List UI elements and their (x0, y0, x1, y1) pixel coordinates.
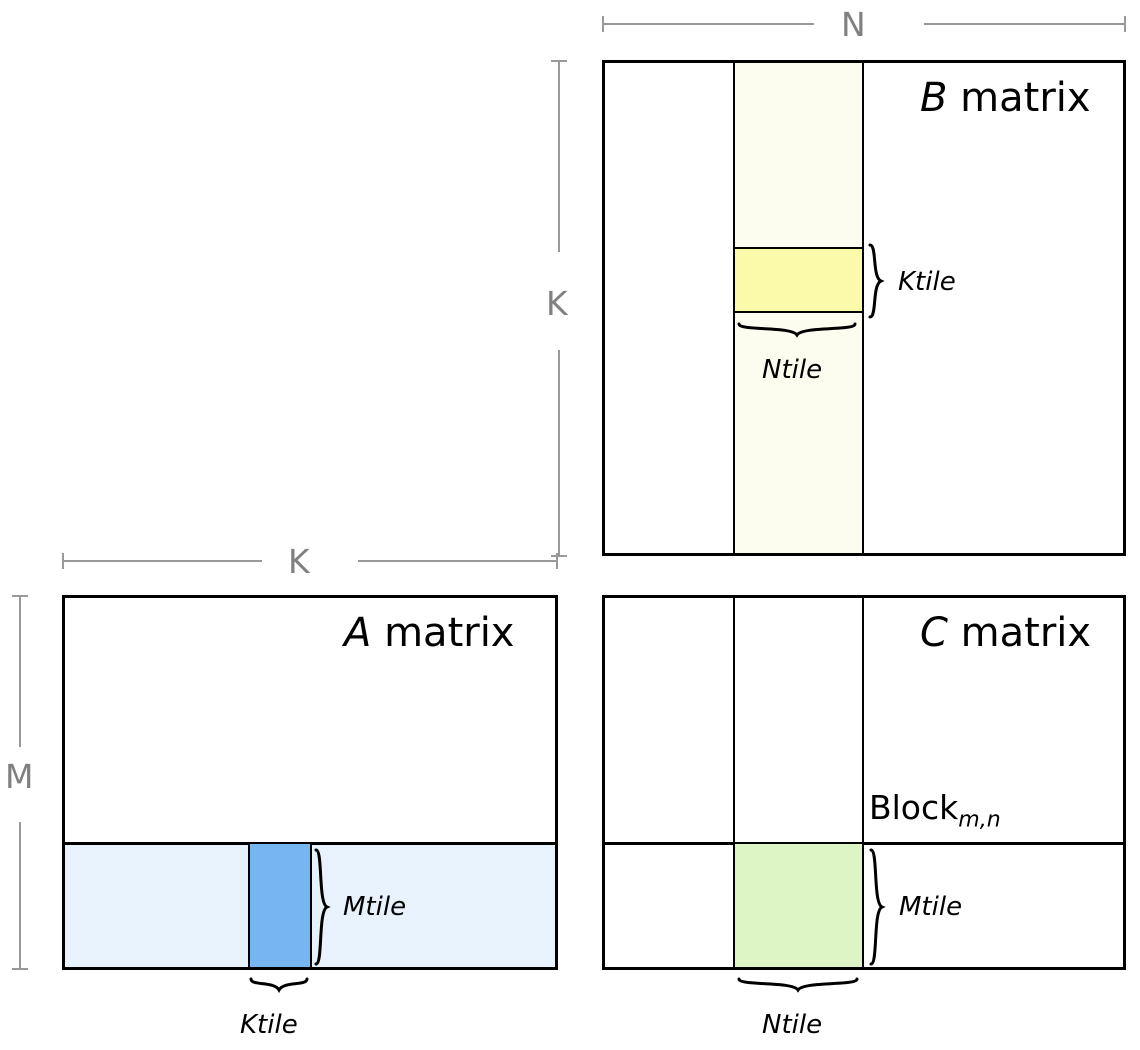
a-row-divider (62, 842, 558, 845)
c-ntile-label: Ntile (762, 1010, 823, 1040)
k-vertical-label: K (546, 284, 568, 323)
b-ntile-brace (737, 322, 859, 346)
a-matrix-label: A matrix (344, 613, 514, 653)
c-block-label: Blockm,n (869, 791, 1001, 832)
c-mtile-label: Mtile (899, 892, 963, 922)
c-matrix-label: C matrix (920, 613, 1091, 653)
k-horizontal-label: K (288, 542, 310, 581)
b-matrix-label-italic: B (920, 75, 948, 121)
a-ktile-label: Ktile (240, 1010, 298, 1040)
b-ktile-brace (868, 243, 894, 319)
c-column-divider-left (733, 598, 735, 842)
c-matrix-label-italic: C (920, 610, 948, 656)
k-horizontal-segment-left (62, 560, 262, 562)
k-vertical-segment-bottom (558, 350, 560, 556)
k-horizontal-segment-right (358, 560, 556, 562)
a-ktile-brace (249, 977, 311, 1001)
m-dim-segment-bottom (19, 822, 21, 970)
a-matrix-label-italic: A (344, 610, 372, 656)
a-ktile-block (248, 844, 312, 967)
c-matrix-label-rest: matrix (947, 610, 1092, 656)
b-ktile-label: Ktile (898, 267, 956, 297)
n-dim-cap-right (1124, 16, 1126, 32)
k-vertical-segment-top (558, 60, 560, 252)
n-dim-segment-right (924, 23, 1126, 25)
c-matrix-box (602, 595, 1126, 970)
b-matrix-label: B matrix (920, 78, 1091, 118)
b-ktile-block (733, 247, 864, 313)
c-mtile-brace (869, 848, 895, 966)
c-block-label-subscript: m,n (958, 807, 1001, 833)
n-dim-label: N (841, 5, 866, 44)
c-column-divider-right (862, 598, 864, 842)
a-mtile-label: Mtile (343, 892, 407, 922)
c-block-label-main: Block (869, 788, 959, 827)
c-row-divider (602, 842, 1126, 845)
n-dim-segment-left (602, 23, 814, 25)
m-dim-segment-top (19, 595, 21, 747)
k-vertical-cap-bottom (551, 555, 567, 557)
a-mtile-brace (314, 848, 340, 966)
c-block-tile (733, 844, 864, 967)
k-horizontal-cap-right (556, 553, 558, 569)
c-ntile-brace (737, 977, 861, 1001)
b-matrix-label-rest: matrix (947, 75, 1091, 121)
m-dim-label: M (5, 757, 34, 796)
m-dim-cap-bottom (12, 968, 28, 970)
b-ntile-label: Ntile (762, 355, 823, 385)
b-matrix-box (602, 60, 1126, 556)
a-matrix-box (62, 595, 558, 970)
a-matrix-label-rest: matrix (371, 610, 515, 656)
